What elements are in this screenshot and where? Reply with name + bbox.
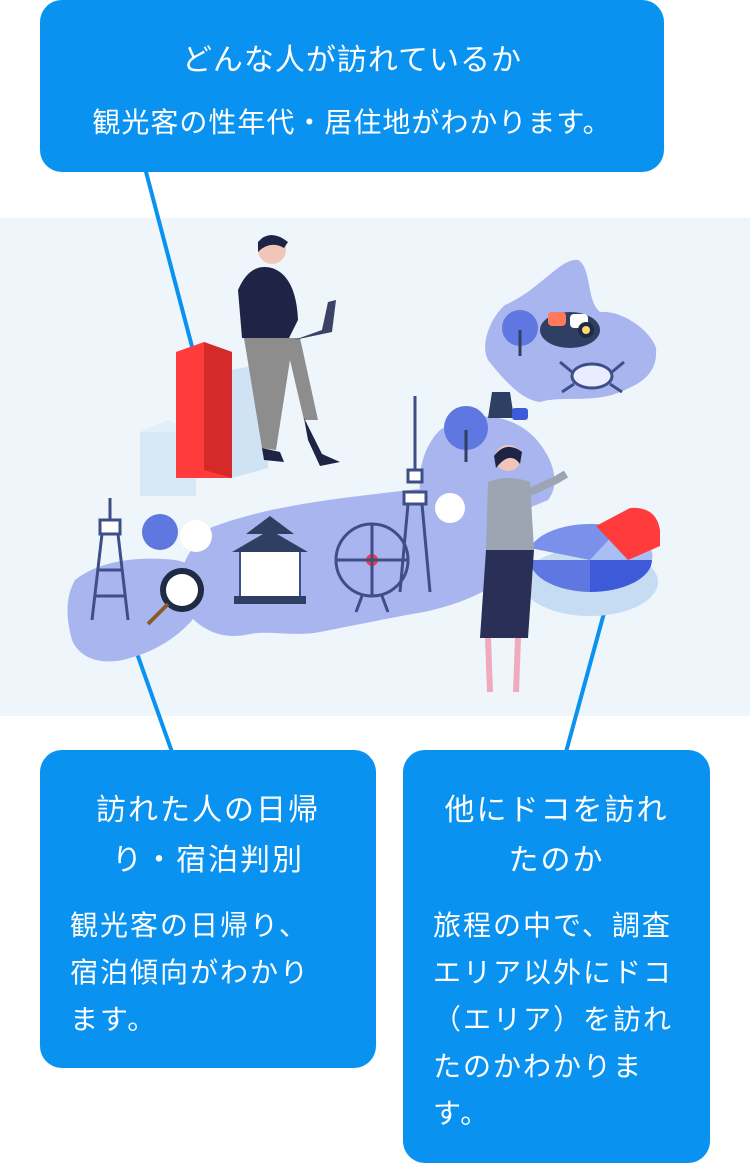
crab-icon <box>559 360 625 394</box>
callout-day-trip-description: 観光客の日帰り、 宿泊傾向がわかり ます。 <box>70 902 354 1043</box>
callout-other-areas-description-line: エリア以外にドコ <box>433 956 674 989</box>
callout-day-trip-description-line: 宿泊傾向がわかり <box>70 956 311 989</box>
callout-other-areas-description-line: （エリア）を訪れ <box>433 1003 674 1036</box>
callout-other-areas-description-line: たのかわかりま <box>433 1050 644 1083</box>
pie-chart-icon <box>522 507 660 616</box>
callout-visitors: どんな人が訪れているか 観光客の性年代・居住地がわかります。 <box>40 0 664 172</box>
sushi-icon <box>540 312 600 348</box>
ferris-wheel-icon <box>334 522 410 613</box>
skytree-icon <box>398 396 432 593</box>
callout-day-trip-title-line: 訪れた人の日帰 <box>96 793 320 828</box>
tokyo-tower-icon <box>90 498 130 621</box>
callout-other-areas: 他にドコを訪れ たのか 旅程の中で、調査 エリア以外にドコ （エリア）を訪れ た… <box>403 750 710 1163</box>
bar-chart-icon <box>140 342 268 496</box>
connector-top <box>143 167 202 378</box>
callout-day-trip-description-line: 観光客の日帰り、 <box>70 909 309 942</box>
callout-visitors-description: 観光客の性年代・居住地がわかります。 <box>92 106 612 139</box>
callout-other-areas-title: 他にドコを訪れ たのか <box>403 786 710 886</box>
callout-other-areas-title-line: 他にドコを訪れ <box>444 793 669 828</box>
tea-icon <box>488 392 528 420</box>
fan-icon <box>146 568 204 626</box>
businessman-icon <box>238 235 340 466</box>
callout-visitors-title: どんな人が訪れているか <box>181 43 523 78</box>
callout-day-trip: 訪れた人の日帰 り・宿泊判別 観光客の日帰り、 宿泊傾向がわかり ます。 <box>40 750 376 1068</box>
callout-other-areas-description: 旅程の中で、調査 エリア以外にドコ （エリア）を訪れ たのかわかりま す。 <box>433 902 688 1137</box>
tree-icon <box>142 310 538 552</box>
callout-other-areas-description-line: 旅程の中で、調査 <box>433 909 672 942</box>
callout-other-areas-description-line: す。 <box>433 1097 491 1130</box>
callout-other-areas-title-line: たのか <box>508 843 605 878</box>
callout-day-trip-description-line: ます。 <box>70 1003 158 1036</box>
businesswoman-icon <box>480 445 569 693</box>
castle-icon <box>232 516 308 604</box>
callout-day-trip-title-line: り・宿泊判別 <box>112 843 304 878</box>
callout-day-trip-title: 訪れた人の日帰 り・宿泊判別 <box>40 786 376 886</box>
